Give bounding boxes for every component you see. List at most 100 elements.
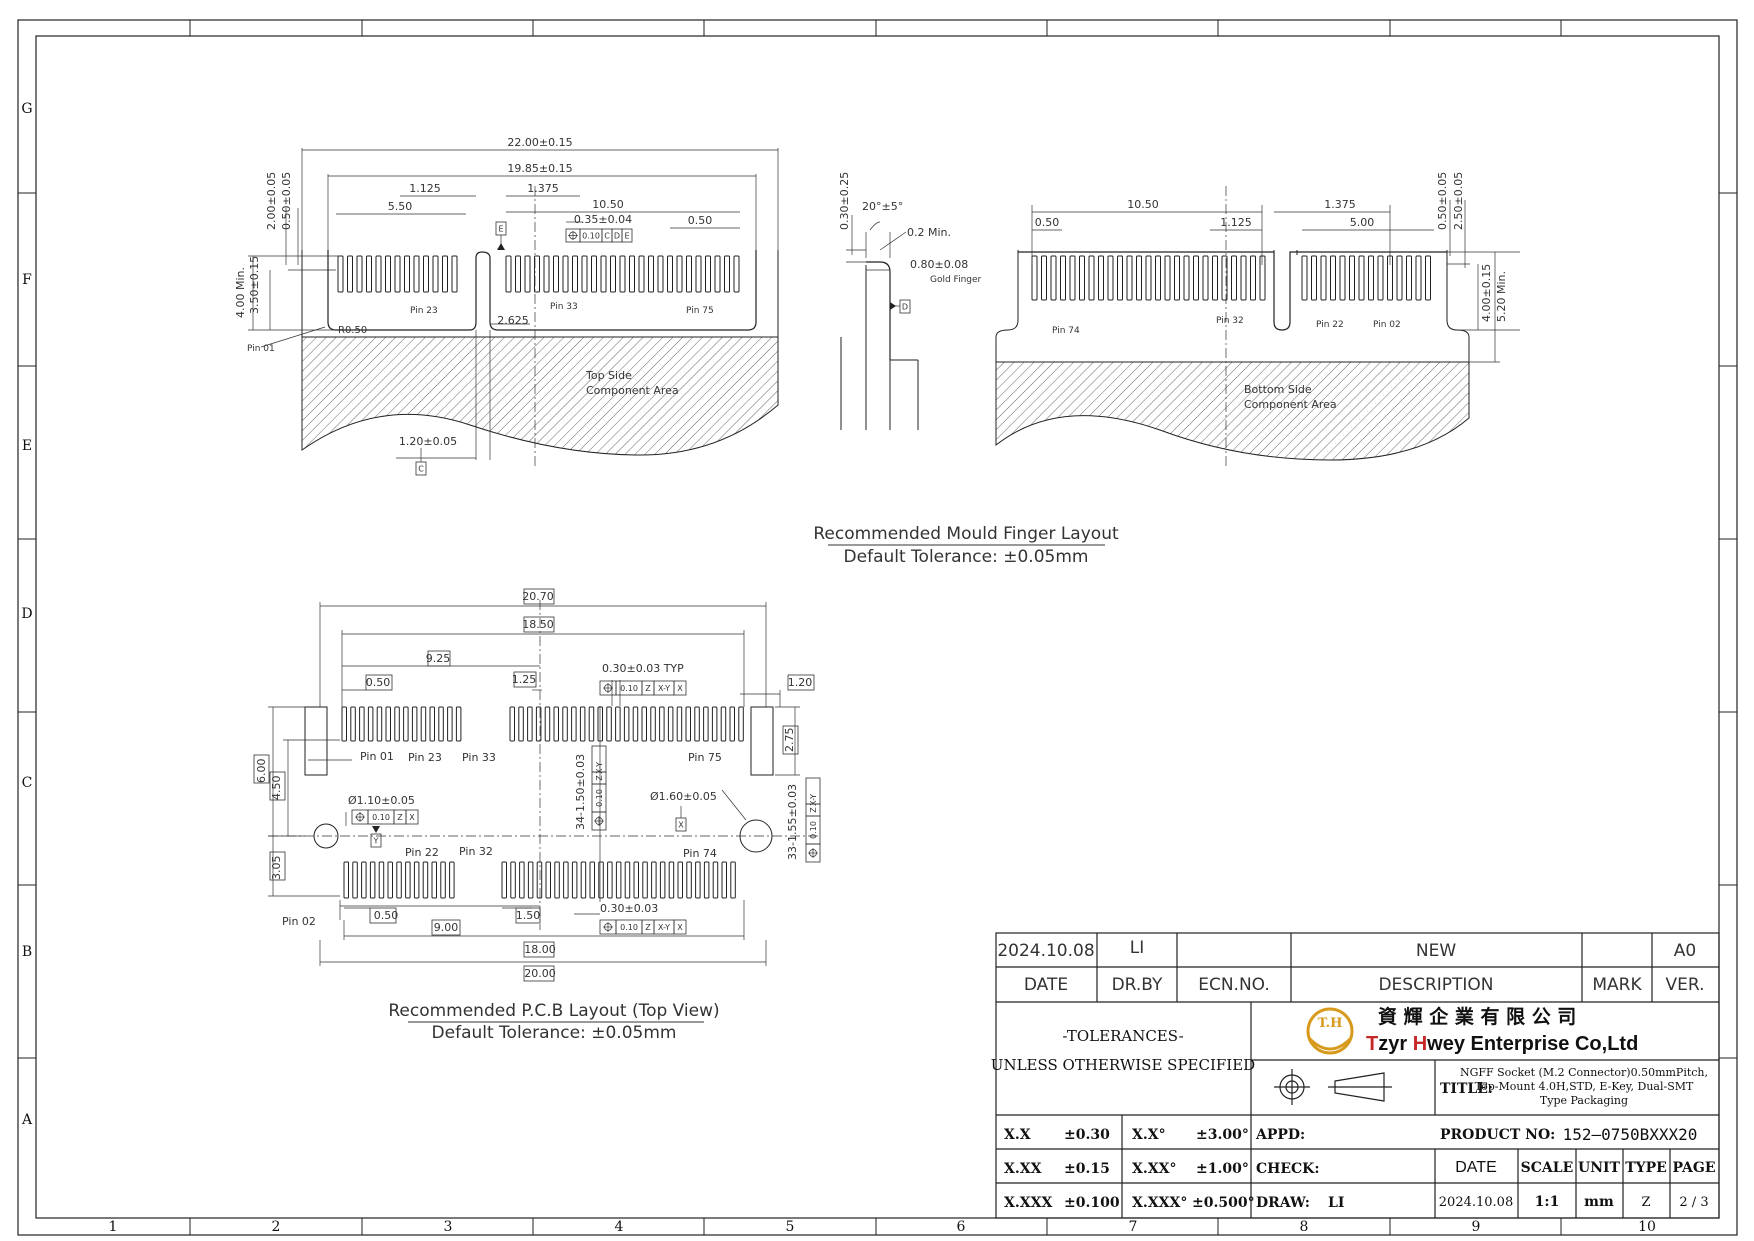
contact-finger [423, 255, 429, 293]
pcb-pads-bottom-left [343, 861, 455, 899]
pcb-pad [367, 706, 374, 742]
pcb-pad [422, 861, 429, 899]
pin-label: Pin 33 [550, 302, 578, 312]
pcb-pad [623, 706, 630, 742]
dim-1050: 10.50 [1127, 198, 1159, 211]
area-label: Bottom Side [1244, 383, 1312, 396]
svg-text:E: E [624, 232, 629, 241]
revision-description: NEW [1416, 941, 1456, 961]
col-label: 7 [1129, 1219, 1138, 1235]
value-date: 2024.10.08 [1439, 1195, 1513, 1210]
pcb-pad [376, 706, 383, 742]
pcb-pad [545, 861, 551, 899]
pin-label: Pin 75 [686, 306, 714, 316]
pcb-pad [632, 706, 639, 742]
contact-finger [629, 255, 635, 293]
top-side-view: 22.00±0.15 19.85±0.15 1.125 1.375 5.50 1… [234, 136, 779, 476]
dim-1050: 10.50 [592, 198, 624, 211]
dim-3415: 34-1.50±0.03 [574, 754, 587, 830]
dim-030-typ: 0.30±0.03 TYP [602, 662, 684, 675]
pcb-pad [405, 861, 411, 899]
pcb-pad [624, 861, 631, 899]
gold-finger-label: Gold Finger [930, 275, 982, 285]
revision-version: A0 [1674, 941, 1696, 961]
mould-caption: Recommended Mould Finger Layout [813, 524, 1119, 544]
projection-symbol-icon [1274, 1069, 1392, 1105]
pcb-pad [378, 861, 385, 899]
dim-050: 0.50 [688, 214, 713, 227]
svg-text:Y: Y [373, 837, 379, 846]
tol-linear-val: ±0.15 [1064, 1161, 1110, 1177]
dim-pitch: 0.35±0.04 [574, 213, 632, 226]
dim-550: 5.50 [388, 200, 413, 213]
contact-finger [1425, 255, 1431, 301]
tol-angular-val: ±0.500° [1192, 1195, 1255, 1211]
pcb-pad [615, 706, 621, 742]
pcb-pad [343, 861, 349, 899]
contact-finger [638, 255, 645, 293]
row-label: D [21, 606, 32, 622]
pcb-pad [554, 861, 560, 899]
dim-1375: 1.375 [1324, 198, 1356, 211]
contact-finger [442, 255, 448, 293]
svg-text:X: X [677, 684, 683, 693]
pcb-pad [615, 861, 622, 899]
pcb-pad [633, 861, 639, 899]
pcb-pad [387, 861, 393, 899]
pcb-pad [650, 706, 656, 742]
dim-450: 4.50 [270, 776, 283, 801]
pcb-pad [598, 861, 604, 899]
dim-02-min: 0.2 Min. [907, 226, 951, 239]
col-label: 1 [109, 1219, 118, 1235]
pcb-pad [341, 706, 347, 742]
contact-finger [1193, 255, 1199, 301]
pin-label: Pin 22 [405, 846, 439, 859]
pcb-pad [685, 706, 691, 742]
contact-finger [543, 255, 550, 293]
contact-finger [1212, 255, 1218, 301]
company-logo: T.H [1306, 1007, 1354, 1055]
bottom-side-component-area [995, 361, 1470, 461]
pcb-pad [510, 861, 516, 899]
pcb-pad [394, 706, 400, 742]
contact-finger [356, 255, 363, 293]
dim-2000: 20.00 [524, 967, 556, 980]
pcb-pad [359, 706, 365, 742]
product-no-label: PRODUCT NO: [1440, 1127, 1555, 1143]
pcb-pad [455, 706, 462, 742]
contact-finger [1098, 255, 1104, 301]
fcf-vert-34: X-Y Z 0.10 [591, 745, 607, 831]
pcb-pad [651, 861, 657, 899]
contact-finger [600, 255, 607, 293]
zone-ticks [18, 20, 1737, 1235]
dim-r050: R0.50 [338, 325, 367, 336]
header-drby: DR.BY [1112, 975, 1163, 995]
contact-finger [562, 255, 569, 293]
pcb-pad [438, 706, 444, 742]
svg-text:Z: Z [645, 923, 651, 932]
pin-label: Pin 22 [1316, 320, 1344, 330]
pcb-pad [712, 861, 719, 899]
contact-finger [1145, 255, 1152, 301]
dim-1850: 18.50 [522, 618, 554, 631]
fcf-pad-bottom: 0.10 Z X-Y X [599, 919, 687, 935]
fcf-pad-top: 0.10 Z X-Y X [599, 680, 687, 696]
pcb-pad [519, 861, 525, 899]
pin-label: Pin 74 [1052, 326, 1080, 336]
pcb-pad [403, 706, 409, 742]
contact-finger [1126, 255, 1133, 301]
contact-finger [657, 255, 664, 293]
svg-text:X-Y: X-Y [809, 794, 818, 806]
pcb-pads-top-left [341, 706, 462, 742]
pcb-pad [642, 861, 648, 899]
dim-050-vert: 0.50±0.05 [280, 172, 293, 230]
dim-hole-110: Ø1.10±0.05 [348, 794, 415, 807]
fcf-position-035: 0.10 C D E [565, 228, 633, 243]
pcb-pad [420, 706, 427, 742]
svg-text:X: X [678, 821, 684, 830]
header-description: DESCRIPTION [1378, 975, 1493, 995]
side-view-board [840, 265, 919, 430]
value-scale: 1:1 [1535, 1194, 1560, 1210]
pcb-pad [667, 706, 674, 742]
header-mark: MARK [1592, 975, 1642, 995]
